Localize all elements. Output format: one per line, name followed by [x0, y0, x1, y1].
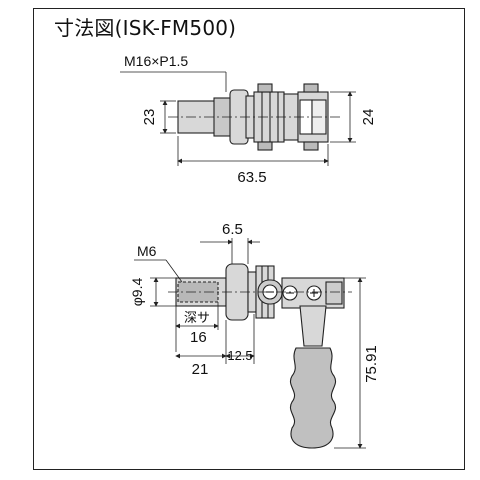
- side-length-a: 21: [192, 361, 209, 378]
- top-height-right: 24: [360, 109, 377, 126]
- side-lower-arm: [299, 305, 327, 347]
- side-depth-value: 16: [190, 329, 207, 346]
- side-depth-label: 深サ: [184, 310, 210, 325]
- side-overall-height: 75.91: [363, 345, 380, 383]
- diagram-title: 寸法図(ISK-FM500): [54, 16, 237, 40]
- top-height-left: 23: [141, 109, 158, 126]
- top-overall-length: 63.5: [237, 169, 266, 186]
- top-thread-label: M16×P1.5: [124, 53, 188, 69]
- side-grip: [290, 347, 336, 449]
- diagram-frame: [33, 8, 465, 470]
- side-dimensions: [134, 238, 366, 449]
- side-length-b: 12.5: [227, 348, 252, 363]
- top-dimensions: [120, 71, 356, 166]
- side-top-offset: 6.5: [222, 221, 243, 238]
- side-diameter: φ9.4: [129, 278, 145, 307]
- side-thread-label: M6: [137, 243, 157, 259]
